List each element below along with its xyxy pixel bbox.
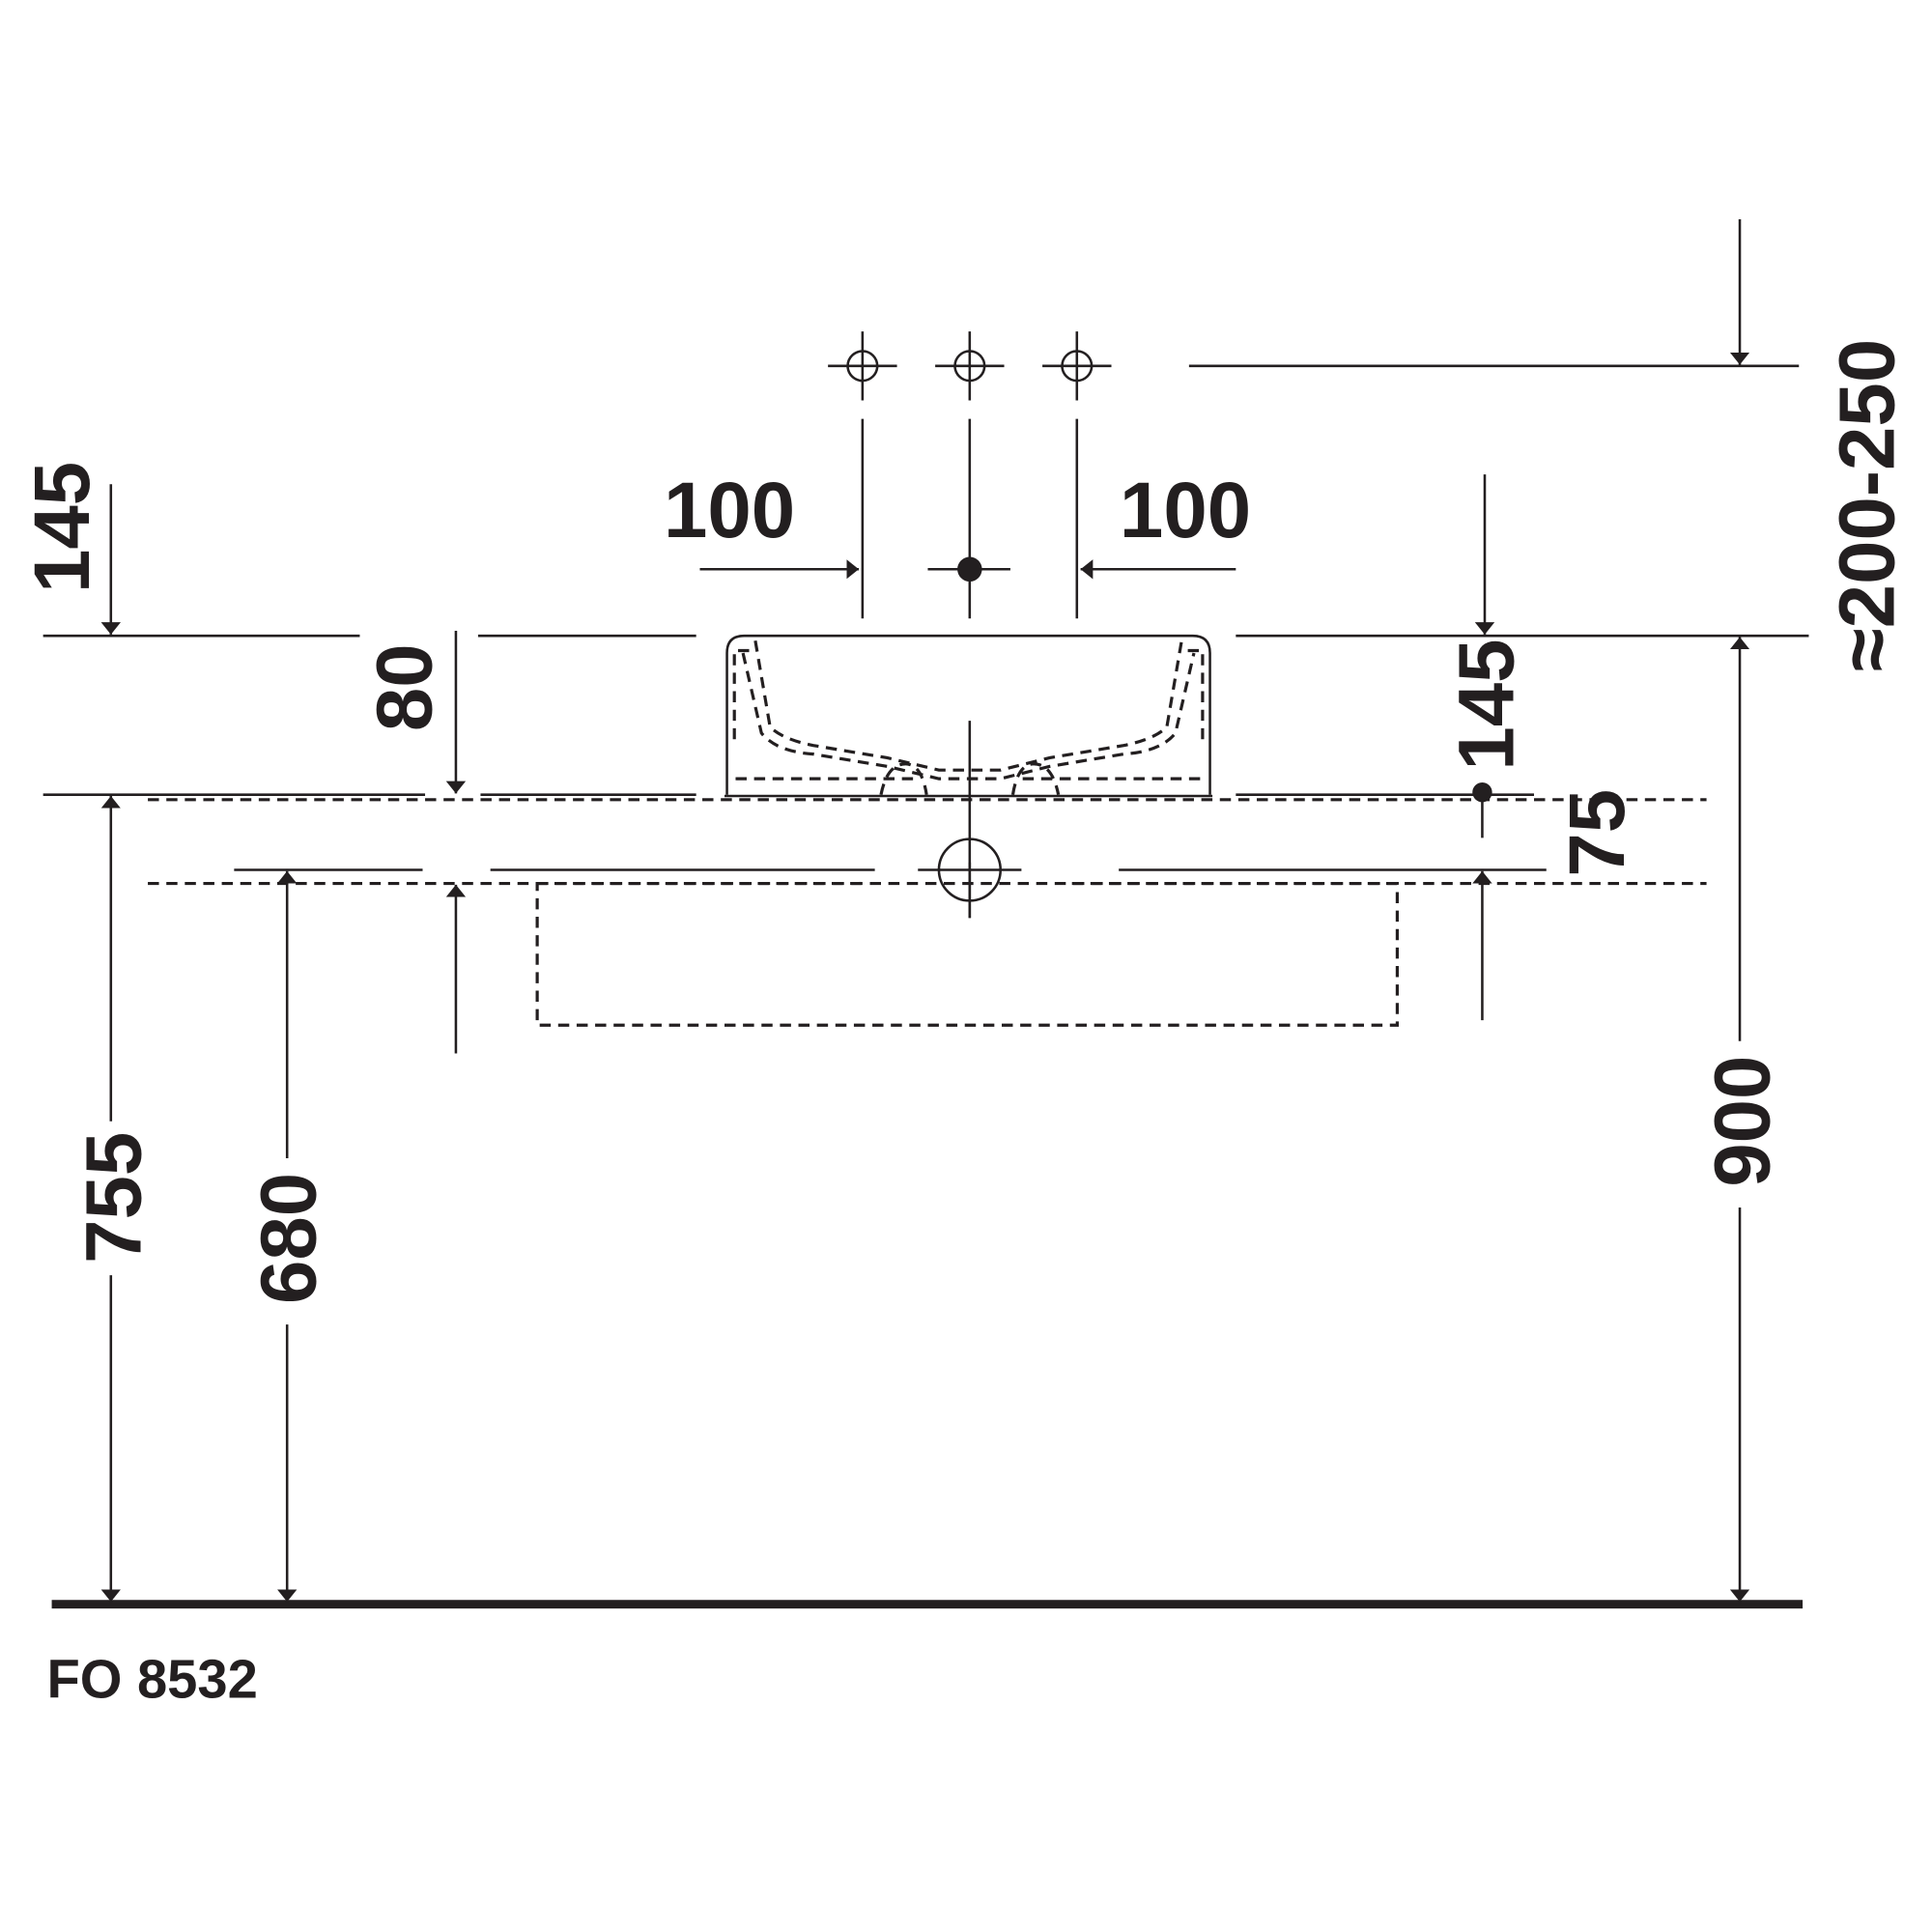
dim-label-680: 680 — [245, 1173, 333, 1304]
dim-label-200-250: ≈200-250 — [1823, 339, 1911, 671]
counter-top-line — [43, 793, 1707, 802]
tap-hole-left — [828, 331, 897, 619]
dim-label-100-left: 100 — [664, 467, 795, 554]
dim-label-80: 80 — [360, 643, 448, 731]
reference-dot — [1472, 781, 1492, 803]
dim-label-100-right: 100 — [1120, 467, 1251, 554]
tap-hole-center — [927, 331, 1010, 619]
tap-hole-right — [1042, 331, 1112, 619]
tap-level-line — [1188, 219, 1800, 368]
dim-label-900: 900 — [1699, 1056, 1787, 1187]
dim-label-145-right: 145 — [1442, 639, 1530, 770]
drain-outlet — [918, 838, 1022, 919]
drawing-code: FO 8532 — [46, 1649, 257, 1710]
dim-label-75: 75 — [1553, 789, 1641, 877]
dim-label-755: 755 — [70, 1132, 157, 1264]
dim-label-145-left: 145 — [18, 462, 106, 593]
basin — [725, 634, 1211, 919]
vanity-unit-outline — [535, 881, 1400, 1027]
drain-level-line — [148, 868, 1707, 886]
